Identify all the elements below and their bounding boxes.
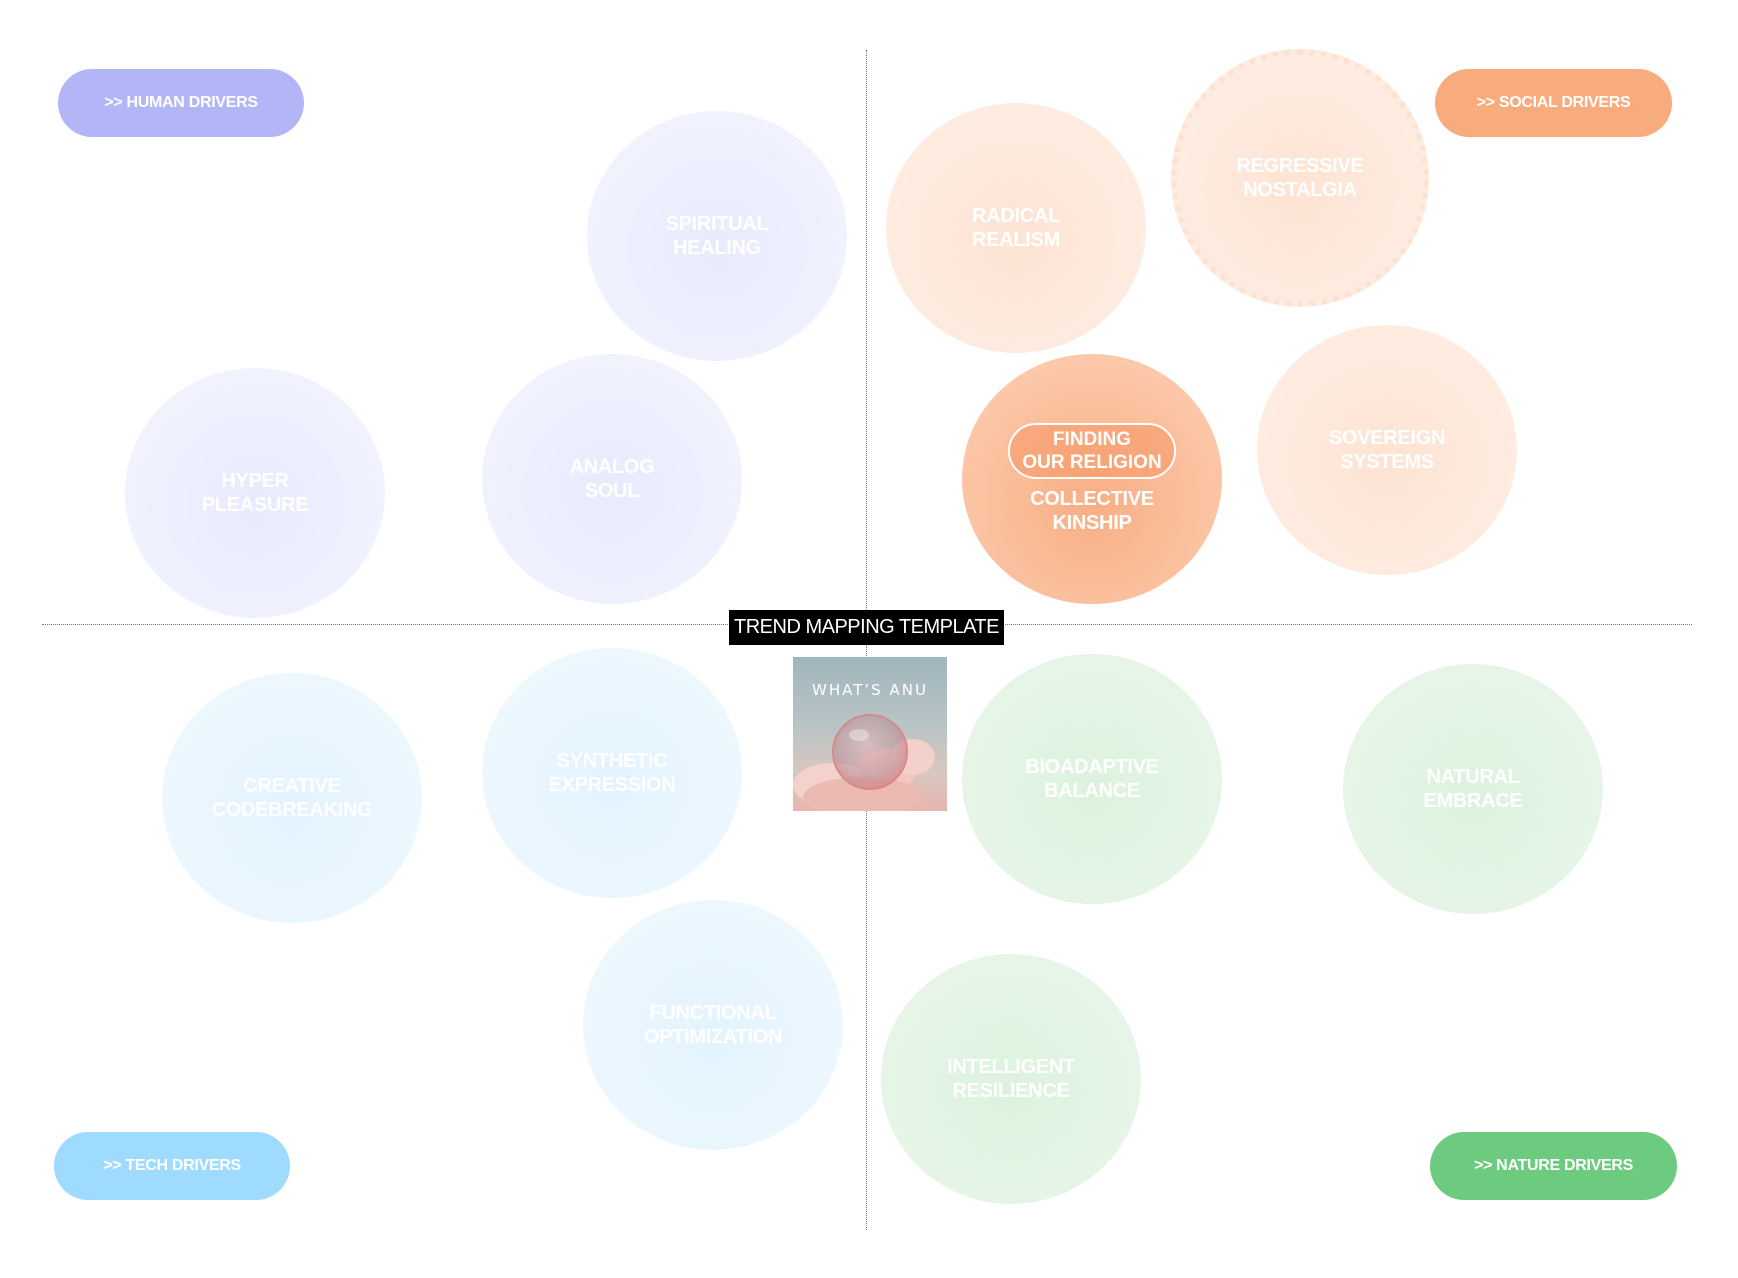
nature-drivers-label: >> NATURE DRIVERS bbox=[1473, 1157, 1634, 1174]
trend-label: SYNTHETIC EXPRESSION bbox=[548, 750, 676, 796]
trend-label: HYPER PLEASURE bbox=[201, 470, 309, 516]
logo-text: WHAT’S ANU bbox=[812, 681, 928, 699]
trend-label: NATURAL EMBRACE bbox=[1423, 766, 1523, 812]
trend-label: ANALOG SOUL bbox=[569, 456, 655, 502]
trend-bubble-sovereign-systems[interactable]: SOVEREIGN SYSTEMS bbox=[1257, 325, 1517, 575]
trend-label: INTELLIGENT RESILIENCE bbox=[947, 1056, 1075, 1102]
trend-bubble-functional-optimization[interactable]: FUNCTIONAL OPTIMIZATION bbox=[583, 900, 843, 1150]
whats-anu-logo: WHAT’S ANU bbox=[793, 657, 947, 811]
trend-bubble-spiritual-healing[interactable]: SPIRITUAL HEALING bbox=[587, 111, 847, 361]
trend-bubble-synthetic-expression[interactable]: SYNTHETIC EXPRESSION bbox=[482, 648, 742, 898]
human-drivers-pill[interactable]: >> HUMAN DRIVERS bbox=[58, 69, 304, 137]
trend-bubble-bioadaptive-balance[interactable]: BIOADAPTIVE BALANCE bbox=[962, 654, 1222, 904]
trend-label: BIOADAPTIVE BALANCE bbox=[1025, 756, 1159, 802]
trend-bubble-hyper-pleasure[interactable]: HYPER PLEASURE bbox=[125, 368, 385, 618]
page-title: TREND MAPPING TEMPLATE bbox=[729, 610, 1004, 645]
trend-bubble-radical-realism[interactable]: RADICAL REALISM bbox=[886, 103, 1146, 353]
trend-label: SPIRITUAL HEALING bbox=[665, 213, 769, 259]
trend-bubble-regressive-nostalgia[interactable]: REGRESSIVE NOSTALGIA bbox=[1171, 49, 1429, 307]
trend-label: RADICAL REALISM bbox=[972, 205, 1060, 251]
trend-bubble-natural-embrace[interactable]: NATURAL EMBRACE bbox=[1343, 664, 1603, 914]
page-title-text: TREND MAPPING TEMPLATE bbox=[734, 616, 999, 638]
human-drivers-label: >> HUMAN DRIVERS bbox=[104, 94, 258, 111]
trend-bubble-creative-codebreaking[interactable]: CREATIVE CODEBREAKING bbox=[162, 673, 422, 923]
tech-drivers-label: >> TECH DRIVERS bbox=[103, 1157, 241, 1174]
trend-label: FUNCTIONAL OPTIMIZATION bbox=[643, 1002, 783, 1048]
tech-drivers-pill[interactable]: >> TECH DRIVERS bbox=[54, 1132, 290, 1200]
trend-label: COLLECTIVE KINSHIP bbox=[1030, 488, 1154, 534]
trend-label: SOVEREIGN SYSTEMS bbox=[1328, 427, 1446, 473]
nature-drivers-pill[interactable]: >> NATURE DRIVERS bbox=[1430, 1132, 1677, 1200]
trend-label: REGRESSIVE NOSTALGIA bbox=[1236, 155, 1364, 201]
bubble-cloud-icon bbox=[793, 714, 935, 811]
trend-bubble-intelligent-resilience[interactable]: INTELLIGENT RESILIENCE bbox=[881, 954, 1141, 1204]
trend-label: CREATIVE CODEBREAKING bbox=[211, 775, 373, 821]
finding-our-religion-tag[interactable]: FINDING OUR RELIGION bbox=[1008, 423, 1176, 479]
social-drivers-pill[interactable]: >> SOCIAL DRIVERS bbox=[1435, 69, 1672, 137]
social-drivers-label: >> SOCIAL DRIVERS bbox=[1476, 94, 1631, 111]
trend-bubble-collective-kinship[interactable]: FINDING OUR RELIGION COLLECTIVE KINSHIP bbox=[962, 354, 1222, 604]
trend-bubble-analog-soul[interactable]: ANALOG SOUL bbox=[482, 354, 742, 604]
